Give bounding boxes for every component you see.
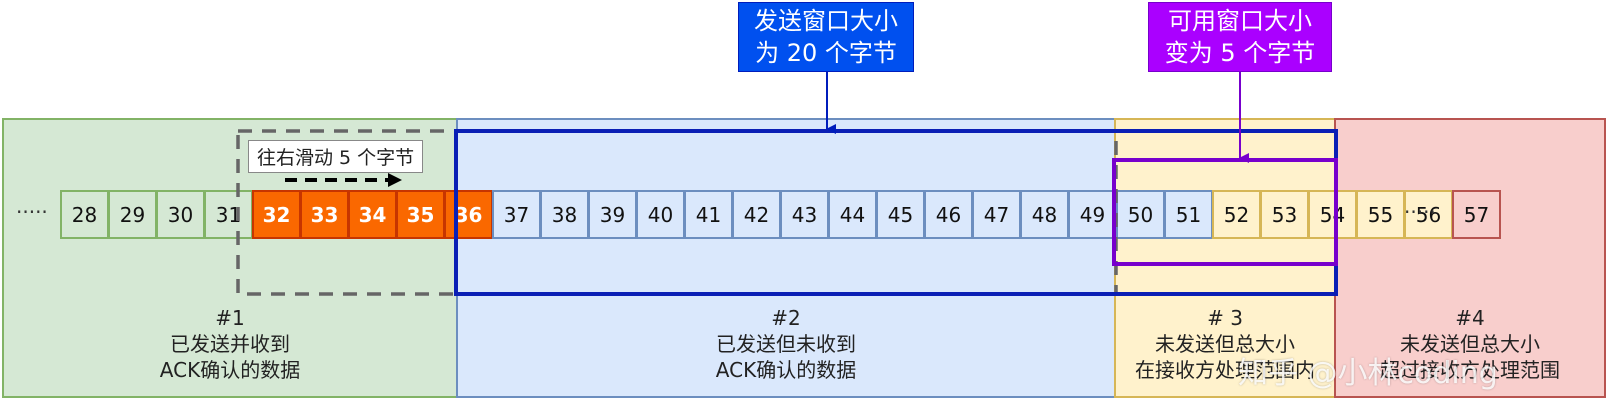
byte-cell-30: 30: [156, 190, 205, 239]
byte-cell-48: 48: [1020, 190, 1069, 239]
send-window-callout: 发送窗口大小 为 20 个字节: [738, 2, 914, 72]
byte-cell-43: 43: [780, 190, 829, 239]
byte-cell-54: 54: [1308, 190, 1357, 239]
byte-cell-57: 57: [1452, 190, 1501, 239]
usable-window-callout-line1: 可用窗口大小: [1168, 7, 1312, 35]
cells-not-usable: 57: [1452, 190, 1501, 239]
region-desc-line2: ACK确认的数据: [715, 358, 857, 382]
byte-cell-47: 47: [972, 190, 1021, 239]
region-desc-line1: 已发送并收到: [170, 332, 290, 356]
byte-cell-49: 49: [1068, 190, 1117, 239]
left-ellipsis: ·····: [16, 200, 48, 224]
byte-cell-28: 28: [60, 190, 109, 239]
byte-cell-56: 56: [1404, 190, 1453, 239]
send-window-callout-line2: 为 20 个字节: [755, 39, 897, 67]
region-label-3: # 3 未发送但总大小 在接收方处理范围内: [1114, 305, 1336, 383]
region-number: #4: [1455, 306, 1485, 330]
byte-cell-31: 31: [204, 190, 253, 239]
byte-cell-32: 32: [252, 190, 301, 239]
region-desc-line2: 超过接收方处理范围: [1380, 358, 1560, 382]
usable-window-callout: 可用窗口大小 变为 5 个字节: [1148, 2, 1332, 72]
byte-cell-37: 37: [492, 190, 541, 239]
region-label-2: #2 已发送但未收到 ACK确认的数据: [456, 305, 1116, 383]
send-window-outline: [454, 129, 1338, 296]
byte-cell-53: 53: [1260, 190, 1309, 239]
region-not-usable: [1334, 118, 1606, 398]
byte-cell-36: 36: [444, 190, 493, 239]
region-label-4: #4 未发送但总大小 超过接收方处理范围: [1334, 305, 1606, 383]
region-sent-not-acked: [456, 118, 1116, 398]
region-usable-window: [1114, 118, 1336, 398]
region-number: # 3: [1207, 306, 1243, 330]
byte-cell-51: 51: [1164, 190, 1213, 239]
right-ellipsis: ·····: [1404, 200, 1436, 224]
watermark: 知乎 @小林coding: [1238, 356, 1498, 391]
byte-cell-41: 41: [684, 190, 733, 239]
region-desc-line2: ACK确认的数据: [159, 358, 301, 382]
region-desc-line2: 在接收方处理范围内: [1135, 358, 1315, 382]
usable-window-callout-line2: 变为 5 个字节: [1164, 39, 1316, 67]
byte-cell-55: 55: [1356, 190, 1405, 239]
region-label-1: #1 已发送并收到 ACK确认的数据: [2, 305, 458, 383]
byte-cell-40: 40: [636, 190, 685, 239]
region-desc-line1: 未发送但总大小: [1400, 332, 1540, 356]
slide-label: 往右滑动 5 个字节: [248, 140, 424, 173]
byte-cell-38: 38: [540, 190, 589, 239]
region-number: #2: [771, 306, 801, 330]
region-number: #1: [215, 306, 245, 330]
byte-cell-46: 46: [924, 190, 973, 239]
byte-cell-45: 45: [876, 190, 925, 239]
byte-cell-52: 52: [1212, 190, 1261, 239]
byte-cell-42: 42: [732, 190, 781, 239]
send-window-callout-line1: 发送窗口大小: [754, 7, 898, 35]
byte-cell-34: 34: [348, 190, 397, 239]
usable-window-outline: [1112, 158, 1338, 266]
region-desc-line1: 已发送但未收到: [716, 332, 856, 356]
region-desc-line1: 未发送但总大小: [1155, 332, 1295, 356]
